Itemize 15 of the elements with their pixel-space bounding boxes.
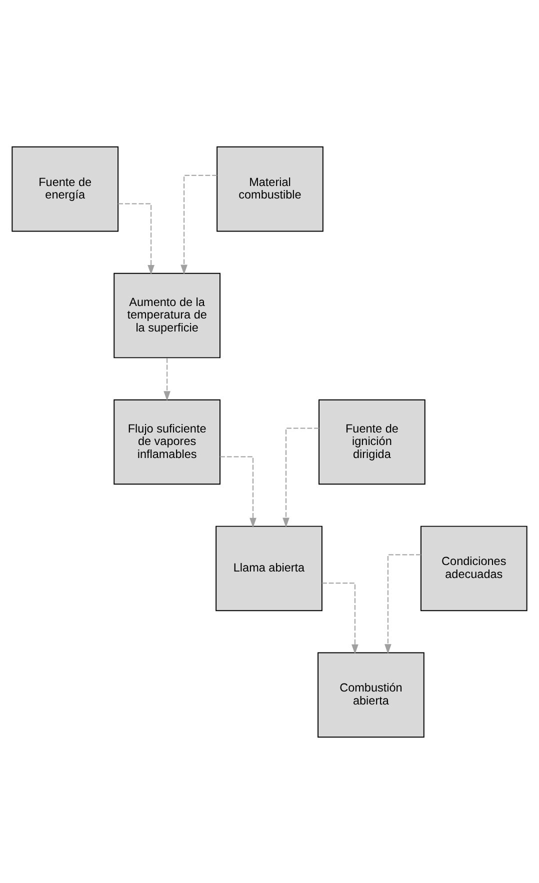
node-box: Fuente de ignición dirigida <box>318 398 426 484</box>
arrow <box>180 174 218 274</box>
node-box: Fuente de energía <box>12 146 119 232</box>
node-box: Llama abierta <box>216 525 322 611</box>
node-box: Aumento de la temperatura de la superficie <box>114 272 220 358</box>
node-box: Flujo suficiente de vapores inflamables <box>114 398 220 484</box>
node-box: Condiciones adecuadas <box>420 525 528 611</box>
arrow <box>282 427 320 527</box>
node-box: Material combustible <box>216 146 324 232</box>
arrow <box>384 554 422 654</box>
arrow <box>118 202 154 274</box>
arrow <box>321 582 358 654</box>
arrow <box>220 456 256 528</box>
arrow <box>164 357 170 400</box>
node-box: Combustión abierta <box>318 652 424 738</box>
